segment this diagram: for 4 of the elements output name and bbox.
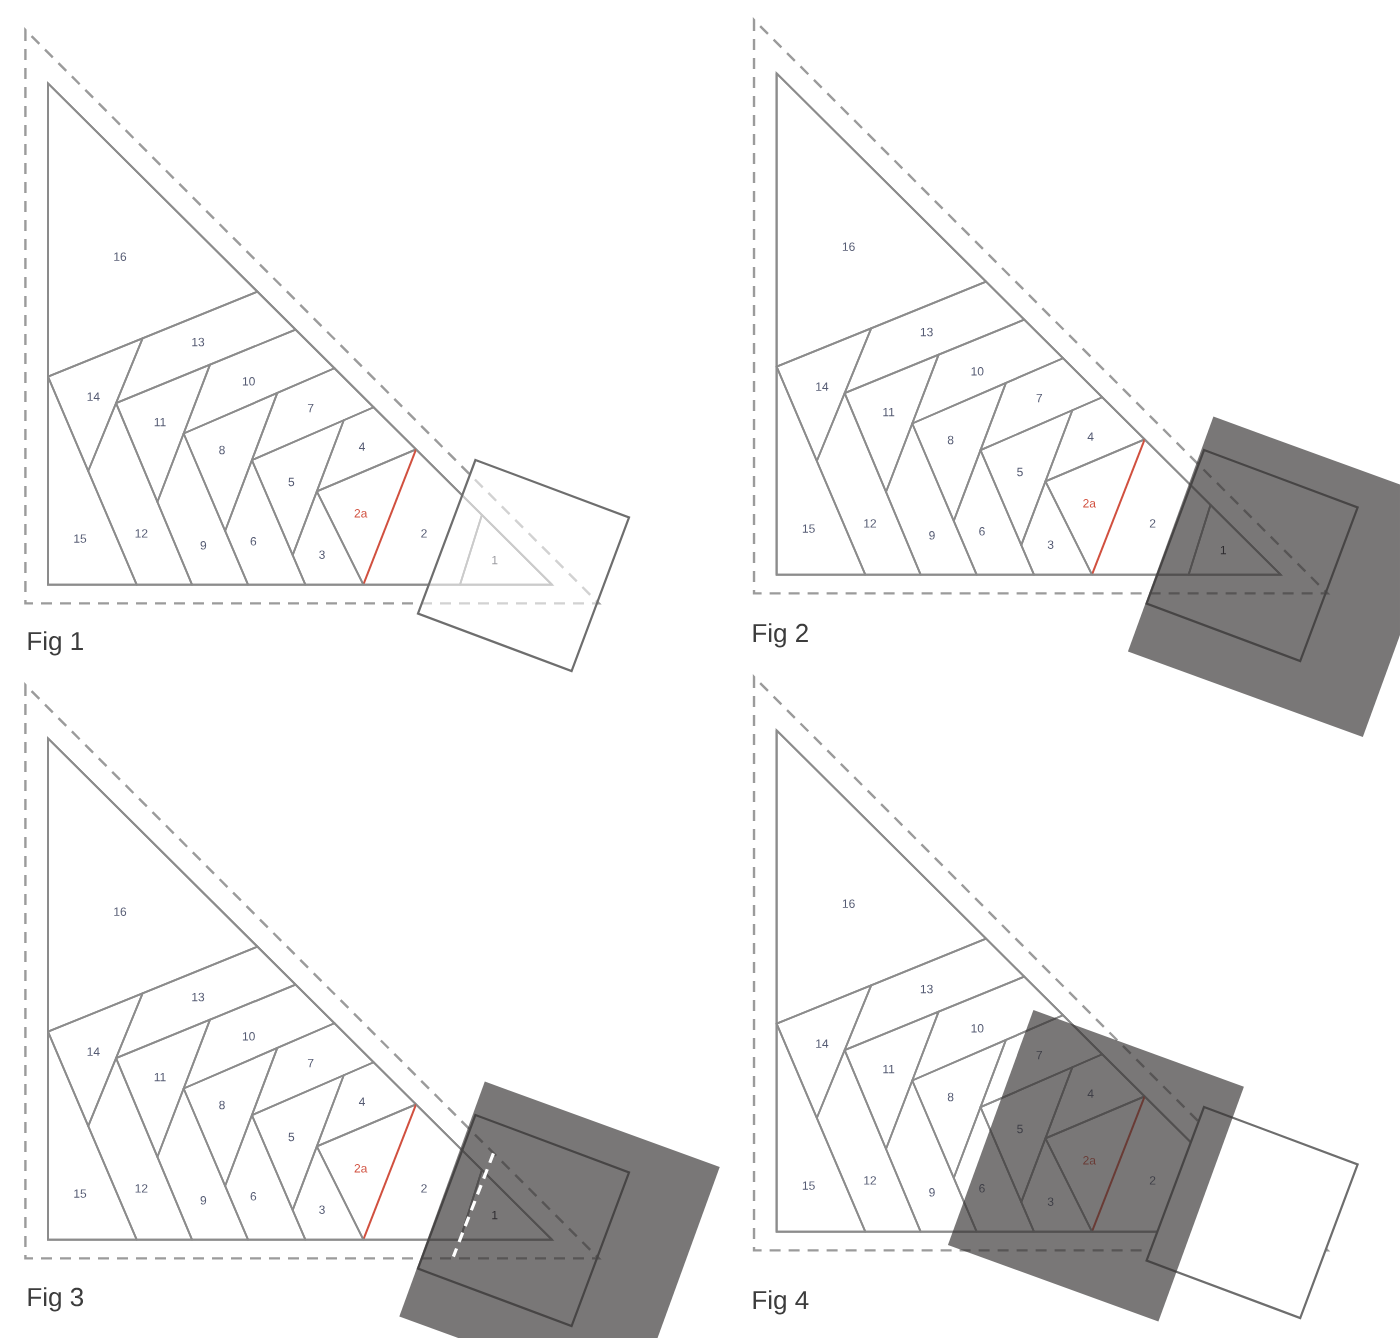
figure-caption: Fig 3 [28,1287,84,1312]
figure-caption: Fig 4 [753,1290,809,1315]
figure-caption: Fig 2 [753,623,808,648]
figure-caption: Fig 1 [28,631,83,656]
